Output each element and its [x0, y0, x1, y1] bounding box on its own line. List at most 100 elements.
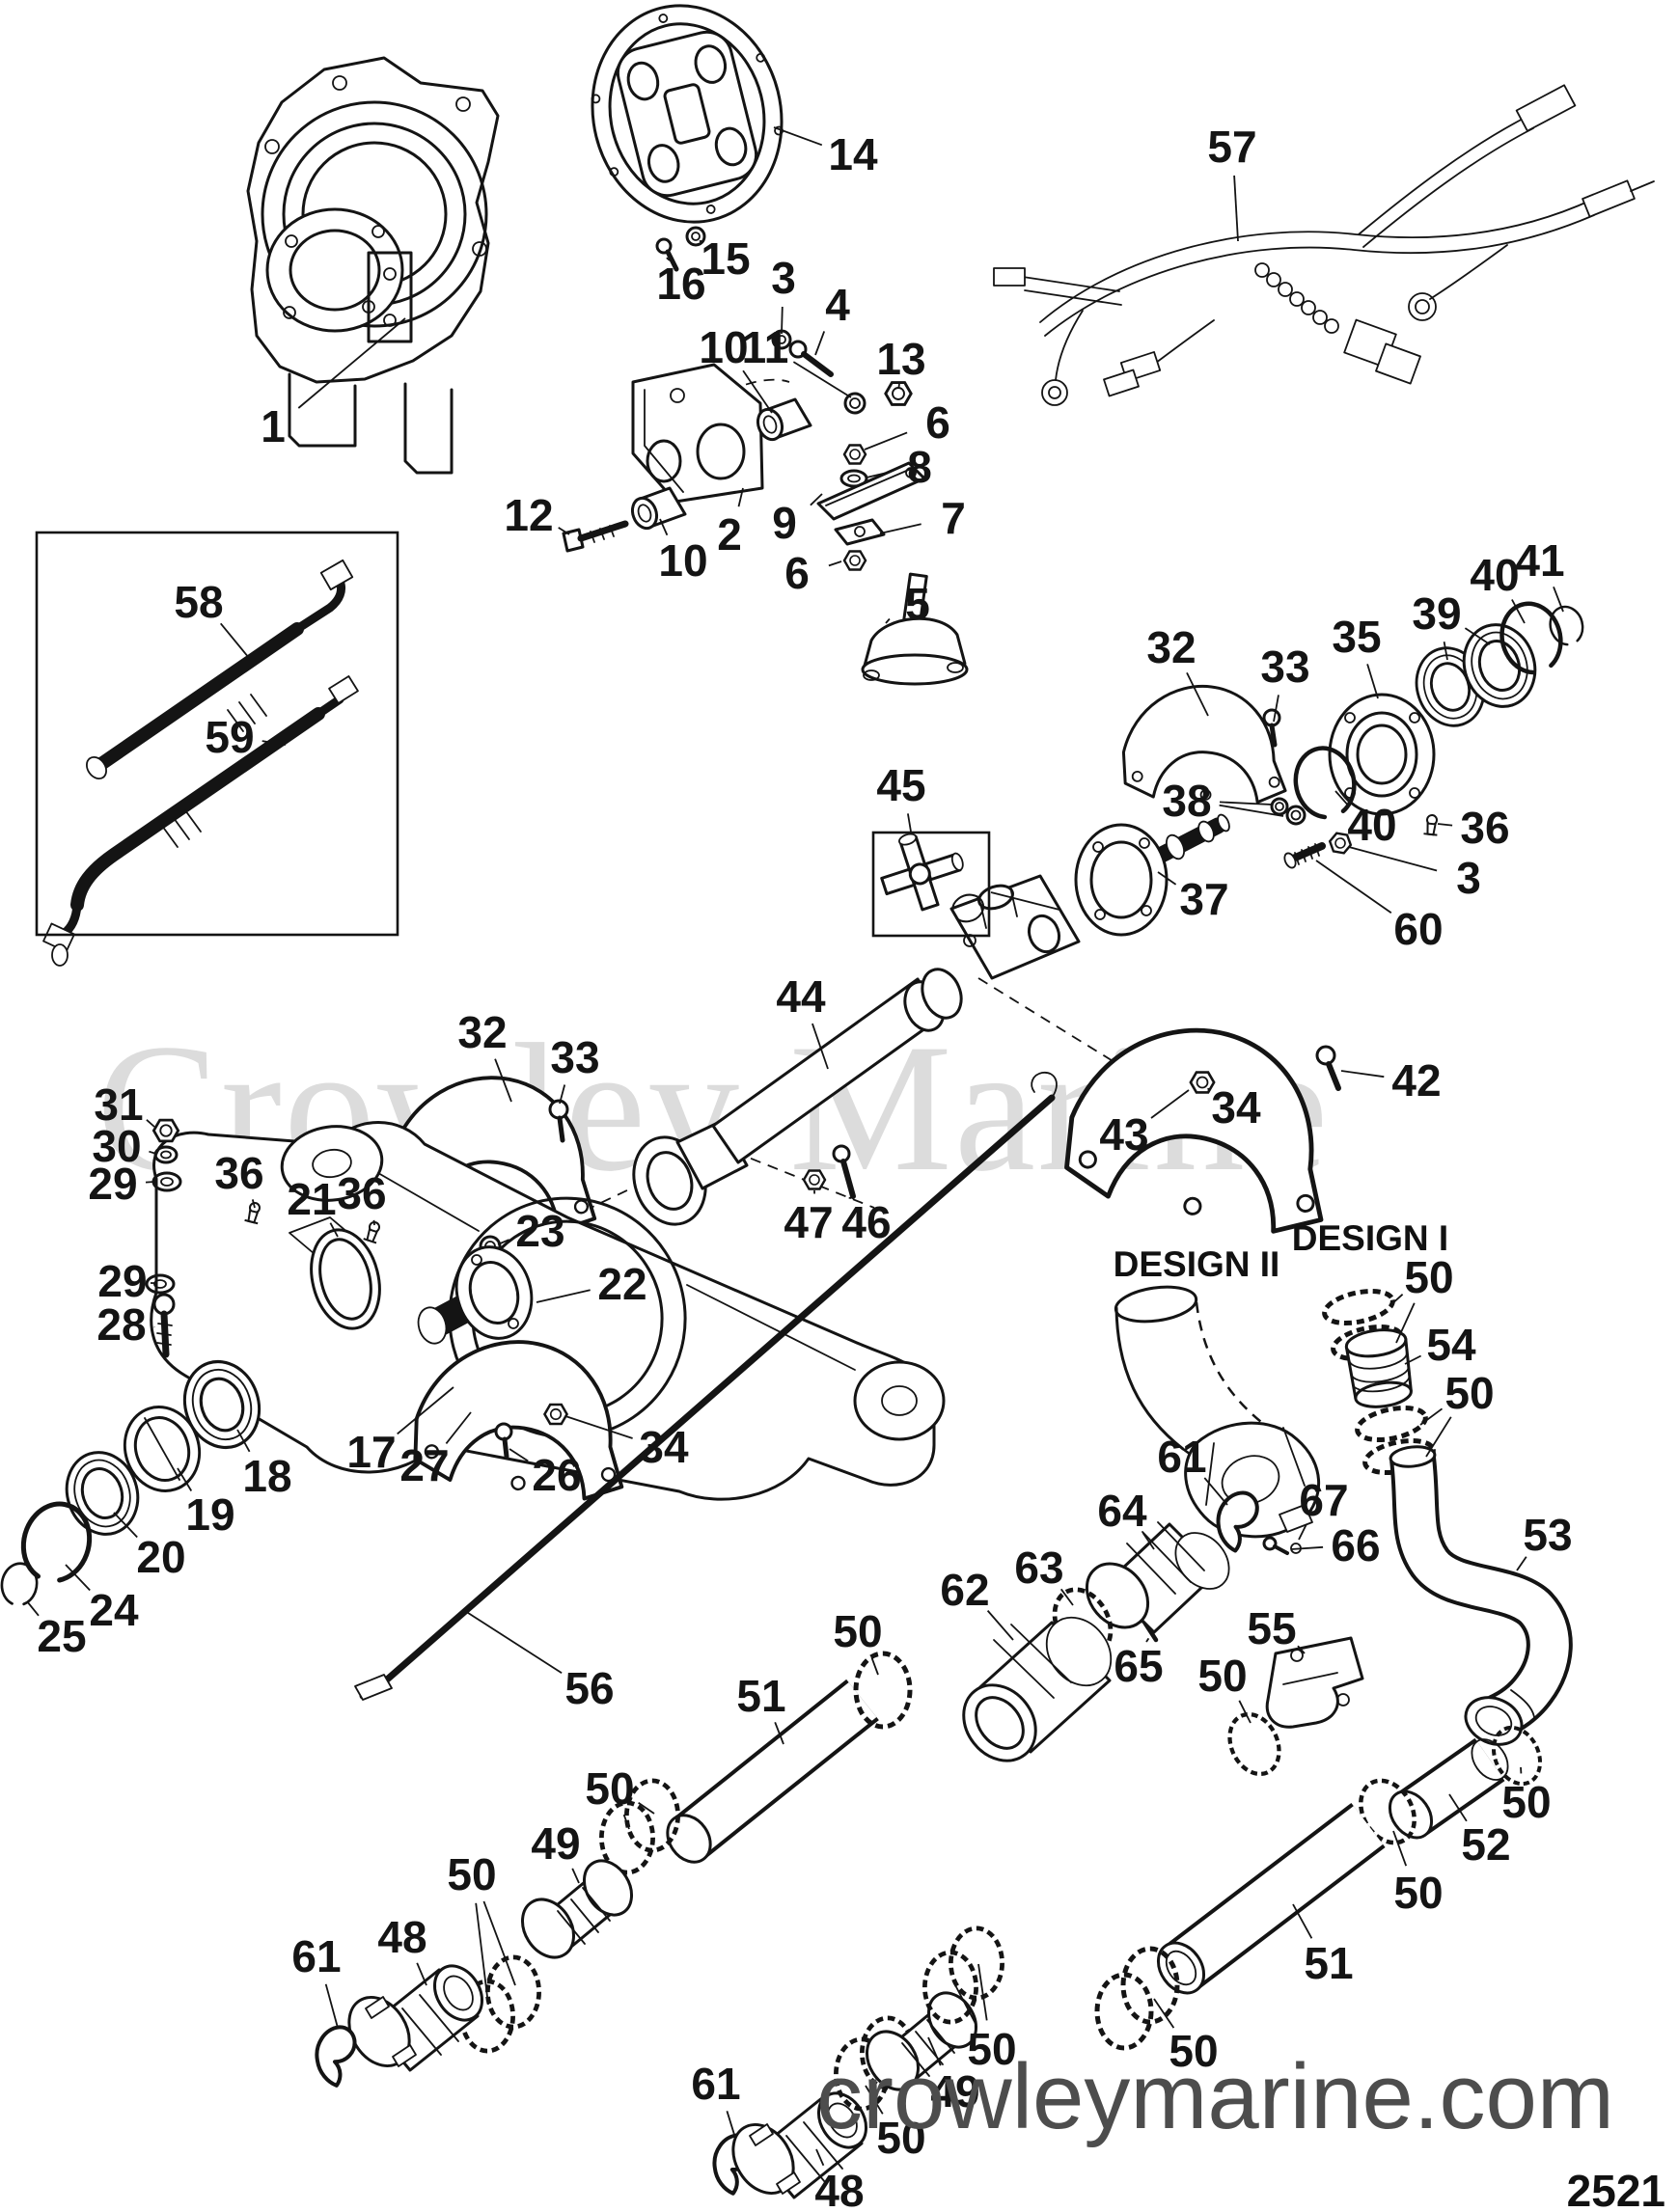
callout-40[interactable]: 40	[1470, 550, 1519, 600]
callout-23[interactable]: 23	[515, 1206, 564, 1256]
callout-38[interactable]: 38	[1162, 776, 1211, 826]
callout-33[interactable]: 33	[550, 1032, 599, 1082]
callout-61[interactable]: 61	[691, 2059, 740, 2109]
callout-41[interactable]: 41	[1515, 535, 1564, 586]
callout-62[interactable]: 62	[940, 1565, 989, 1615]
callout-46[interactable]: 46	[841, 1197, 891, 1247]
callout-47[interactable]: 47	[784, 1197, 833, 1247]
callout-21[interactable]: 21	[287, 1174, 336, 1224]
leader-line-10	[659, 518, 669, 536]
callout-11[interactable]: 11	[742, 322, 789, 372]
callout-19[interactable]: 19	[185, 1489, 234, 1540]
callout-29[interactable]: 29	[97, 1256, 147, 1306]
callout-30[interactable]: 30	[92, 1121, 141, 1171]
callout-10[interactable]: 10	[699, 322, 748, 372]
callout-44[interactable]: 44	[776, 971, 826, 1022]
callout-1[interactable]: 1	[261, 401, 286, 451]
callout-39[interactable]: 39	[1412, 588, 1461, 639]
callout-50[interactable]: 50	[833, 1606, 882, 1656]
callout-4[interactable]: 4	[825, 280, 850, 330]
callout-32[interactable]: 32	[1146, 622, 1196, 672]
callout-50[interactable]: 50	[1404, 1252, 1453, 1302]
leader-line-32	[1186, 672, 1209, 717]
screw-33-left	[548, 1099, 569, 1143]
callout-27[interactable]: 27	[399, 1440, 449, 1490]
callout-49[interactable]: 49	[930, 2066, 979, 2116]
callout-37[interactable]: 37	[1179, 874, 1228, 924]
callout-31[interactable]: 31	[94, 1079, 143, 1130]
callout-34[interactable]: 34	[1211, 1082, 1261, 1133]
callout-50[interactable]: 50	[876, 2113, 925, 2163]
callout-60[interactable]: 60	[1393, 904, 1443, 954]
callout-59[interactable]: 59	[205, 712, 254, 762]
callout-50[interactable]: 50	[1197, 1651, 1247, 1701]
callout-56[interactable]: 56	[564, 1663, 614, 1713]
callout-48[interactable]: 48	[377, 1912, 426, 1962]
callout-36[interactable]: 36	[1460, 803, 1509, 853]
callout-8[interactable]: 8	[907, 442, 932, 492]
callout-52[interactable]: 52	[1461, 1819, 1510, 1870]
callout-18[interactable]: 18	[242, 1451, 291, 1501]
callout-36[interactable]: 36	[214, 1148, 263, 1198]
callout-14[interactable]: 14	[828, 129, 878, 179]
callout-58[interactable]: 58	[174, 577, 223, 627]
callout-24[interactable]: 24	[89, 1585, 139, 1635]
callout-50[interactable]: 50	[1393, 1868, 1443, 1918]
callout-25[interactable]: 25	[37, 1611, 86, 1661]
callout-34[interactable]: 34	[639, 1422, 689, 1472]
callout-3[interactable]: 3	[1456, 853, 1481, 903]
callout-63[interactable]: 63	[1014, 1543, 1063, 1593]
callout-26[interactable]: 26	[532, 1450, 581, 1500]
callout-67[interactable]: 67	[1299, 1475, 1348, 1525]
callout-6[interactable]: 6	[784, 548, 810, 598]
callout-16[interactable]: 16	[656, 259, 705, 309]
callout-17[interactable]: 17	[346, 1427, 396, 1477]
callout-50[interactable]: 50	[1444, 1368, 1494, 1418]
callout-3[interactable]: 3	[771, 253, 796, 303]
callout-15[interactable]: 15	[701, 233, 750, 284]
callout-42[interactable]: 42	[1391, 1055, 1441, 1106]
callout-64[interactable]: 64	[1097, 1486, 1147, 1536]
callout-9[interactable]: 9	[772, 498, 797, 548]
callout-35[interactable]: 35	[1332, 612, 1381, 662]
callout-40[interactable]: 40	[1347, 800, 1396, 850]
callout-32[interactable]: 32	[457, 1007, 507, 1057]
callout-6[interactable]: 6	[925, 397, 950, 448]
callout-48[interactable]: 48	[814, 2166, 864, 2212]
callout-49[interactable]: 49	[531, 1818, 580, 1869]
callout-29[interactable]: 29	[88, 1159, 137, 1209]
callout-5[interactable]: 5	[905, 579, 930, 629]
callout-65[interactable]: 65	[1114, 1641, 1163, 1691]
callout-55[interactable]: 55	[1247, 1603, 1296, 1653]
callout-12[interactable]: 12	[504, 490, 553, 540]
callout-2[interactable]: 2	[717, 509, 742, 560]
callout-10[interactable]: 10	[658, 535, 707, 586]
callout-7[interactable]: 7	[941, 493, 966, 543]
callout-36[interactable]: 36	[337, 1168, 386, 1218]
callout-54[interactable]: 54	[1426, 1320, 1476, 1370]
callout-50[interactable]: 50	[1501, 1777, 1551, 1827]
callout-13[interactable]: 13	[876, 334, 925, 384]
callout-53[interactable]: 53	[1523, 1510, 1572, 1560]
callout-33[interactable]: 33	[1260, 642, 1309, 692]
callout-50[interactable]: 50	[967, 2024, 1016, 2074]
u-joint-45	[880, 833, 964, 912]
callout-50[interactable]: 50	[585, 1763, 634, 1814]
callout-61[interactable]: 61	[1157, 1432, 1206, 1482]
callout-43[interactable]: 43	[1099, 1109, 1148, 1160]
callout-20[interactable]: 20	[136, 1532, 185, 1582]
callout-50[interactable]: 50	[1169, 2026, 1218, 2076]
callout-22[interactable]: 22	[597, 1259, 646, 1309]
callout-66[interactable]: 66	[1331, 1520, 1380, 1570]
leader-line-65	[1145, 1637, 1150, 1643]
callout-57[interactable]: 57	[1207, 122, 1256, 172]
leader-line-19	[177, 1467, 193, 1491]
callout-45[interactable]: 45	[876, 760, 925, 810]
callout-28[interactable]: 28	[96, 1299, 146, 1350]
callout-51[interactable]: 51	[1304, 1938, 1353, 1988]
callout-50[interactable]: 50	[447, 1849, 496, 1899]
bolt-12	[562, 520, 629, 553]
callout-51[interactable]: 51	[736, 1671, 785, 1721]
callout-61[interactable]: 61	[291, 1931, 341, 1981]
